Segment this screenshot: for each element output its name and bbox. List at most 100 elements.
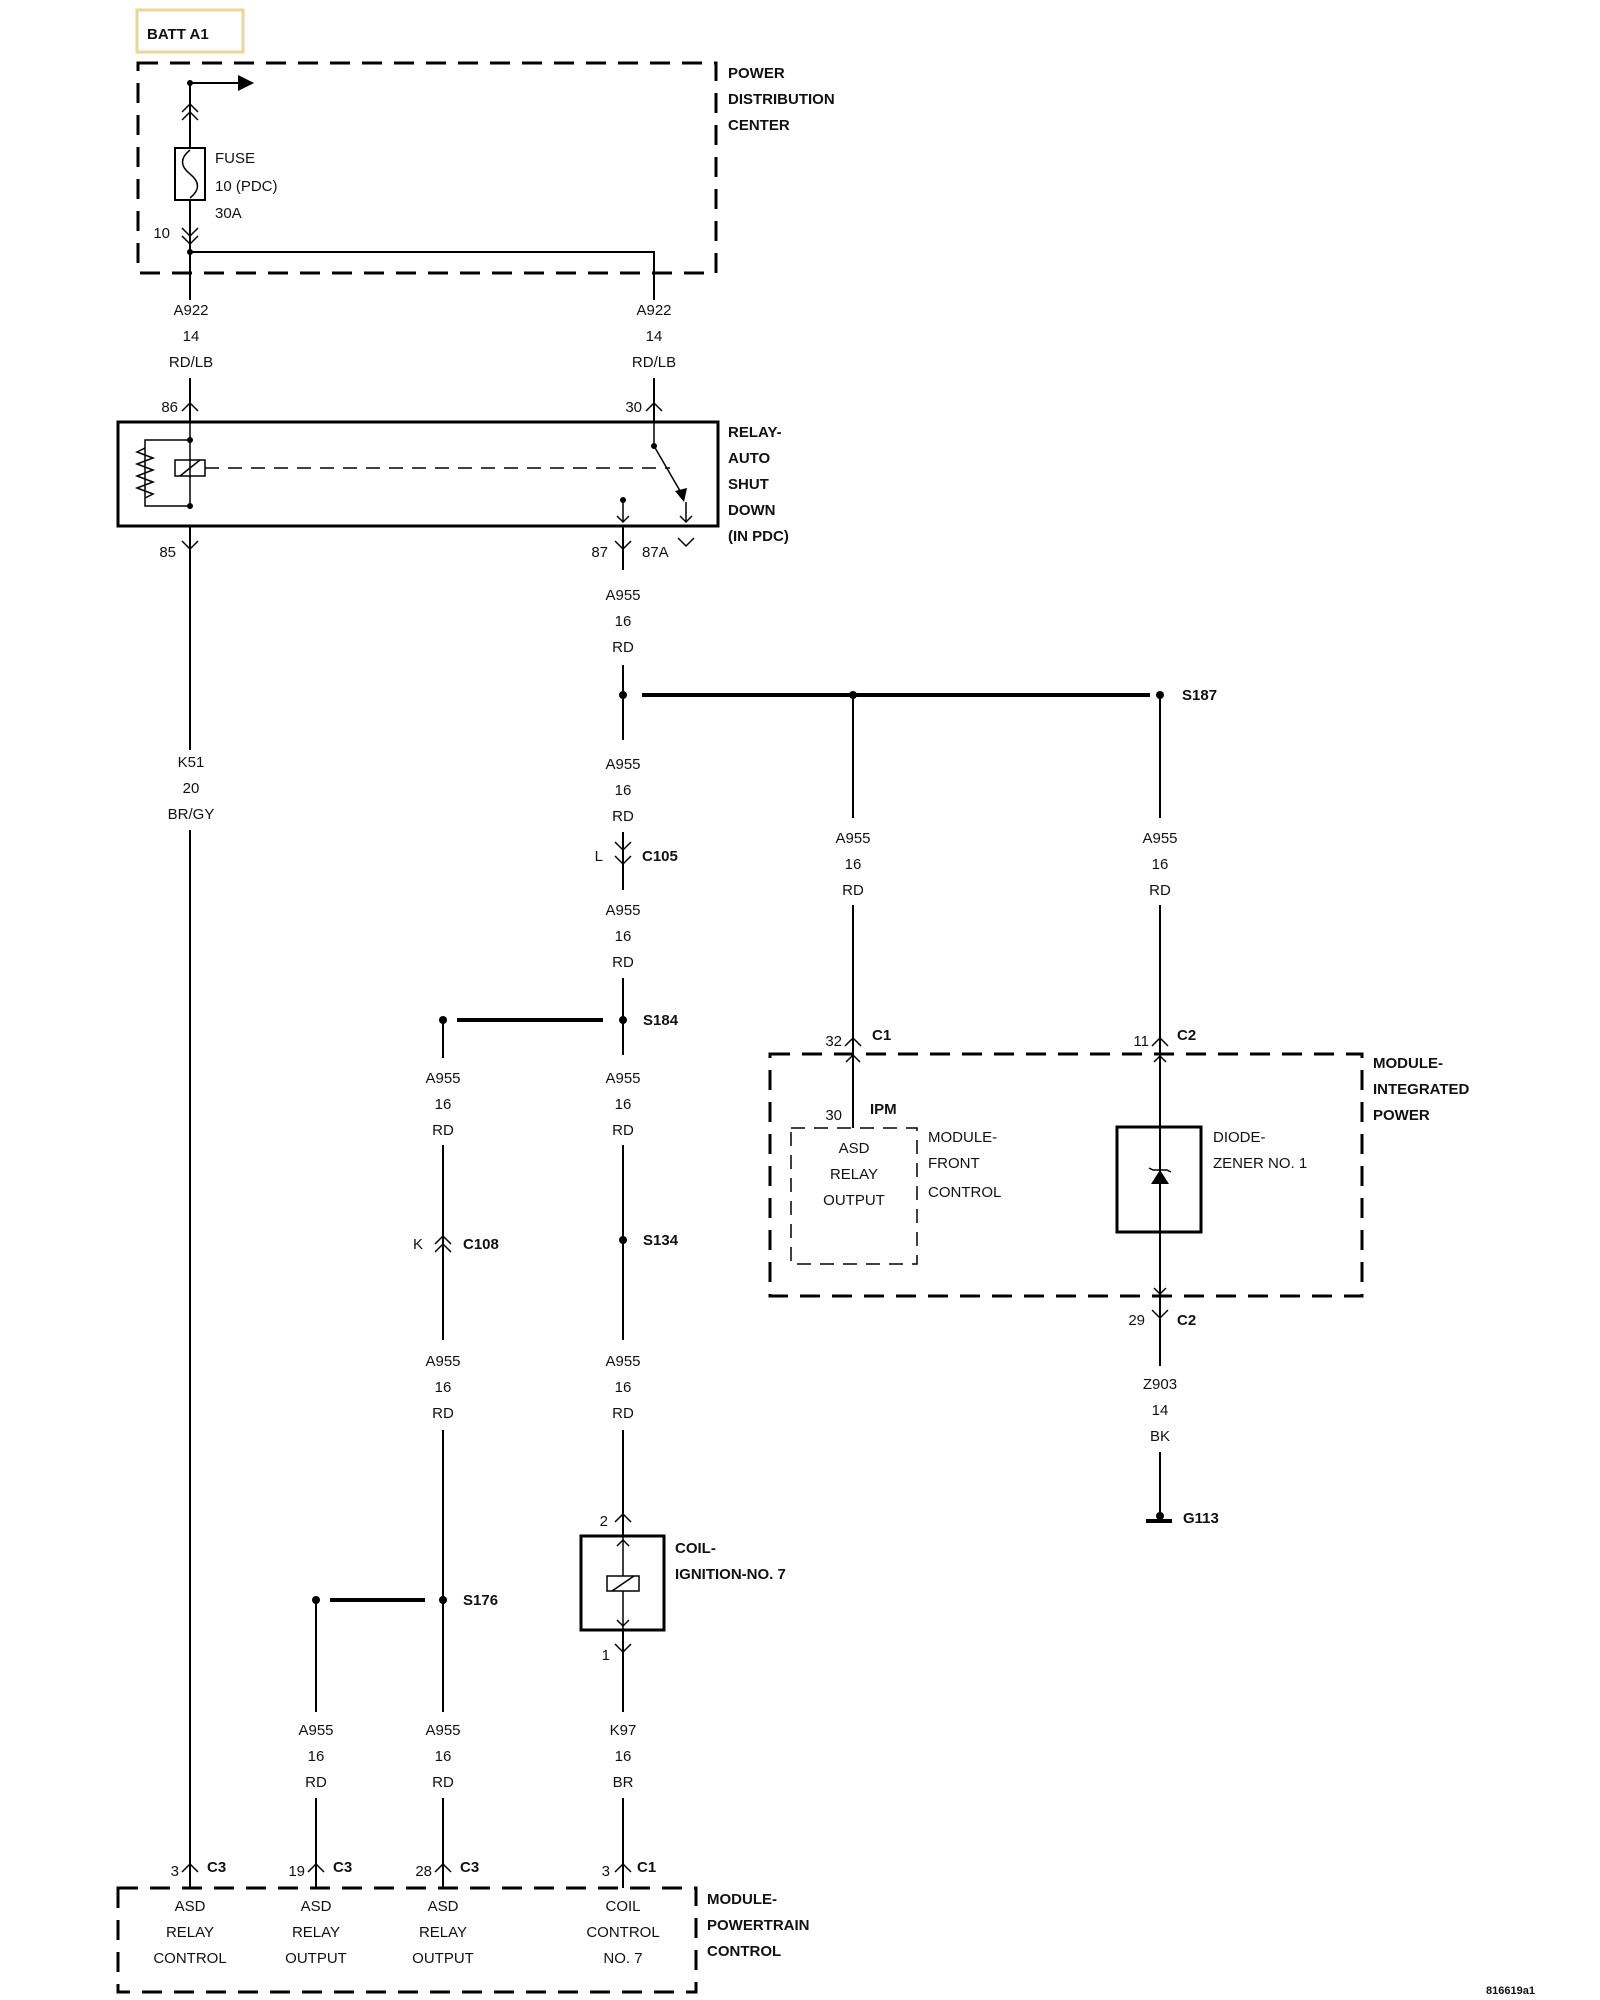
ipm-c2-bottom-pin: 29: [1128, 1312, 1145, 1329]
relay-label-2: AUTO: [728, 450, 771, 467]
relay-asd-box: [116, 420, 720, 528]
splice-s134: S134: [643, 1232, 679, 1249]
svg-text:CONTROL: CONTROL: [153, 1950, 226, 1967]
ipm-c1-pin: 32: [825, 1033, 842, 1050]
coil-label-1: COIL-: [675, 1540, 716, 1557]
pcm-connector-1: C3: [207, 1859, 226, 1876]
svg-text:RELAY: RELAY: [166, 1924, 214, 1941]
wire-w14-label: A955 16 RD: [425, 1722, 460, 1791]
front-control-out-3: OUTPUT: [823, 1192, 885, 1209]
coil-pin-1: 1: [602, 1647, 610, 1664]
svg-text:16: 16: [615, 1096, 632, 1113]
pcm-function-1: ASD RELAY CONTROL: [153, 1898, 226, 1967]
svg-text:RD: RD: [612, 808, 634, 825]
svg-text:A955: A955: [605, 902, 640, 919]
fuse-id: 10 (PDC): [215, 178, 278, 195]
svg-text:RD/LB: RD/LB: [632, 354, 676, 371]
relay-pin-87: 87: [591, 544, 608, 561]
zener-diode: DIODE- ZENER NO. 1: [1115, 1054, 1307, 1296]
svg-text:A955: A955: [605, 756, 640, 773]
svg-text:RD: RD: [842, 882, 864, 899]
pcm-pin-3: 28: [415, 1863, 432, 1880]
svg-text:RD: RD: [612, 1122, 634, 1139]
zener-diode-icon: [1151, 1170, 1169, 1184]
fuse-pin: 10: [153, 225, 170, 242]
pcm-function-4: COIL CONTROL NO. 7: [586, 1898, 659, 1967]
svg-text:A955: A955: [425, 1353, 460, 1370]
pcm-connector-2: C3: [333, 1859, 352, 1876]
svg-text:16: 16: [1152, 856, 1169, 873]
svg-text:A955: A955: [1142, 830, 1177, 847]
connector-c108: C108: [463, 1236, 499, 1253]
coil-pin-2: 2: [600, 1513, 608, 1530]
relay-pin-87a: 87A: [642, 544, 669, 561]
svg-text:RD/LB: RD/LB: [169, 354, 213, 371]
svg-text:RD: RD: [432, 1122, 454, 1139]
wire-w13-label: A955 16 RD: [298, 1722, 333, 1791]
pcm-label-3: CONTROL: [707, 1943, 781, 1960]
front-control-module: 30 IPM ASD RELAY OUTPUT MODULE- FRONT CO…: [790, 1053, 1001, 1265]
diode-label-2: ZENER NO. 1: [1213, 1155, 1307, 1172]
wire-w10-label: A955 16 RD: [425, 1353, 460, 1422]
pcm-function-2: ASD RELAY OUTPUT: [285, 1898, 347, 1967]
ipm-label-3: POWER: [1373, 1107, 1430, 1124]
svg-text:A955: A955: [605, 1070, 640, 1087]
wire-w8-label: A955 16 RD: [605, 1353, 640, 1422]
svg-text:A922: A922: [173, 302, 208, 319]
wire-w11-label: A955 16 RD: [835, 830, 870, 899]
pcm-box: [116, 1886, 698, 1994]
connector-ipm-c2-top: C2: [1177, 1027, 1196, 1044]
connector-c105: C105: [642, 848, 678, 865]
svg-text:ASD: ASD: [428, 1898, 459, 1915]
pcm-connector-4: C1: [637, 1859, 656, 1876]
wire-w3-label: K51 20 BR/GY: [165, 750, 217, 830]
svg-text:16: 16: [615, 1748, 632, 1765]
connector-ipm-c1: C1: [872, 1027, 891, 1044]
svg-text:CONTROL: CONTROL: [586, 1924, 659, 1941]
fuse-rating: 30A: [215, 205, 242, 222]
relay-pin-30: 30: [625, 399, 642, 416]
svg-text:16: 16: [435, 1748, 452, 1765]
wire-w1-label: A922 14 RD/LB: [169, 302, 213, 371]
ipm-label-1: MODULE-: [1373, 1055, 1443, 1072]
svg-text:16: 16: [615, 613, 632, 630]
relay-pin-85: 85: [159, 544, 176, 561]
svg-text:RD: RD: [432, 1774, 454, 1791]
wire-w17-label: Z903 14 BK: [1143, 1376, 1177, 1445]
svg-text:RELAY: RELAY: [292, 1924, 340, 1941]
wire-w7-label: A955 16 RD: [605, 1070, 640, 1139]
svg-text:A955: A955: [425, 1722, 460, 1739]
svg-text:BR/GY: BR/GY: [168, 806, 215, 823]
front-control-pin: 30: [825, 1107, 842, 1124]
wire-w16-label: K97 16 BR: [610, 1722, 637, 1791]
front-control-ref: IPM: [870, 1101, 897, 1118]
connector-ipm-c2-bottom: C2: [1177, 1312, 1196, 1329]
ground-label: G113: [1183, 1510, 1219, 1527]
ipm-label-2: INTEGRATED: [1373, 1081, 1470, 1098]
svg-text:Z903: Z903: [1143, 1376, 1177, 1393]
resistor-icon: [134, 447, 156, 499]
svg-text:16: 16: [435, 1096, 452, 1113]
svg-text:BR: BR: [613, 1774, 634, 1791]
relay-label-1: RELAY-: [728, 424, 782, 441]
pdc-label-2: DISTRIBUTION: [728, 91, 835, 108]
front-control-out-1: ASD: [839, 1140, 870, 1157]
relay-label-5: (IN PDC): [728, 528, 789, 545]
svg-text:16: 16: [615, 1379, 632, 1396]
svg-text:16: 16: [435, 1379, 452, 1396]
svg-text:16: 16: [308, 1748, 325, 1765]
svg-text:16: 16: [615, 782, 632, 799]
connector-c108-pin: K: [413, 1236, 423, 1253]
batt-label-box: [135, 8, 245, 54]
wire-w12-label: A955 16 RD: [1142, 830, 1177, 899]
splice-s176: S176: [463, 1592, 498, 1609]
svg-text:ASD: ASD: [175, 1898, 206, 1915]
ipm-box: [768, 1052, 1364, 1298]
pcm-pin-4: 3: [602, 1863, 610, 1880]
splice-s187: S187: [1182, 687, 1217, 704]
svg-text:A955: A955: [605, 1353, 640, 1370]
svg-text:14: 14: [183, 328, 200, 345]
relay-pin-86: 86: [161, 399, 178, 416]
pcm-label-1: MODULE-: [707, 1891, 777, 1908]
